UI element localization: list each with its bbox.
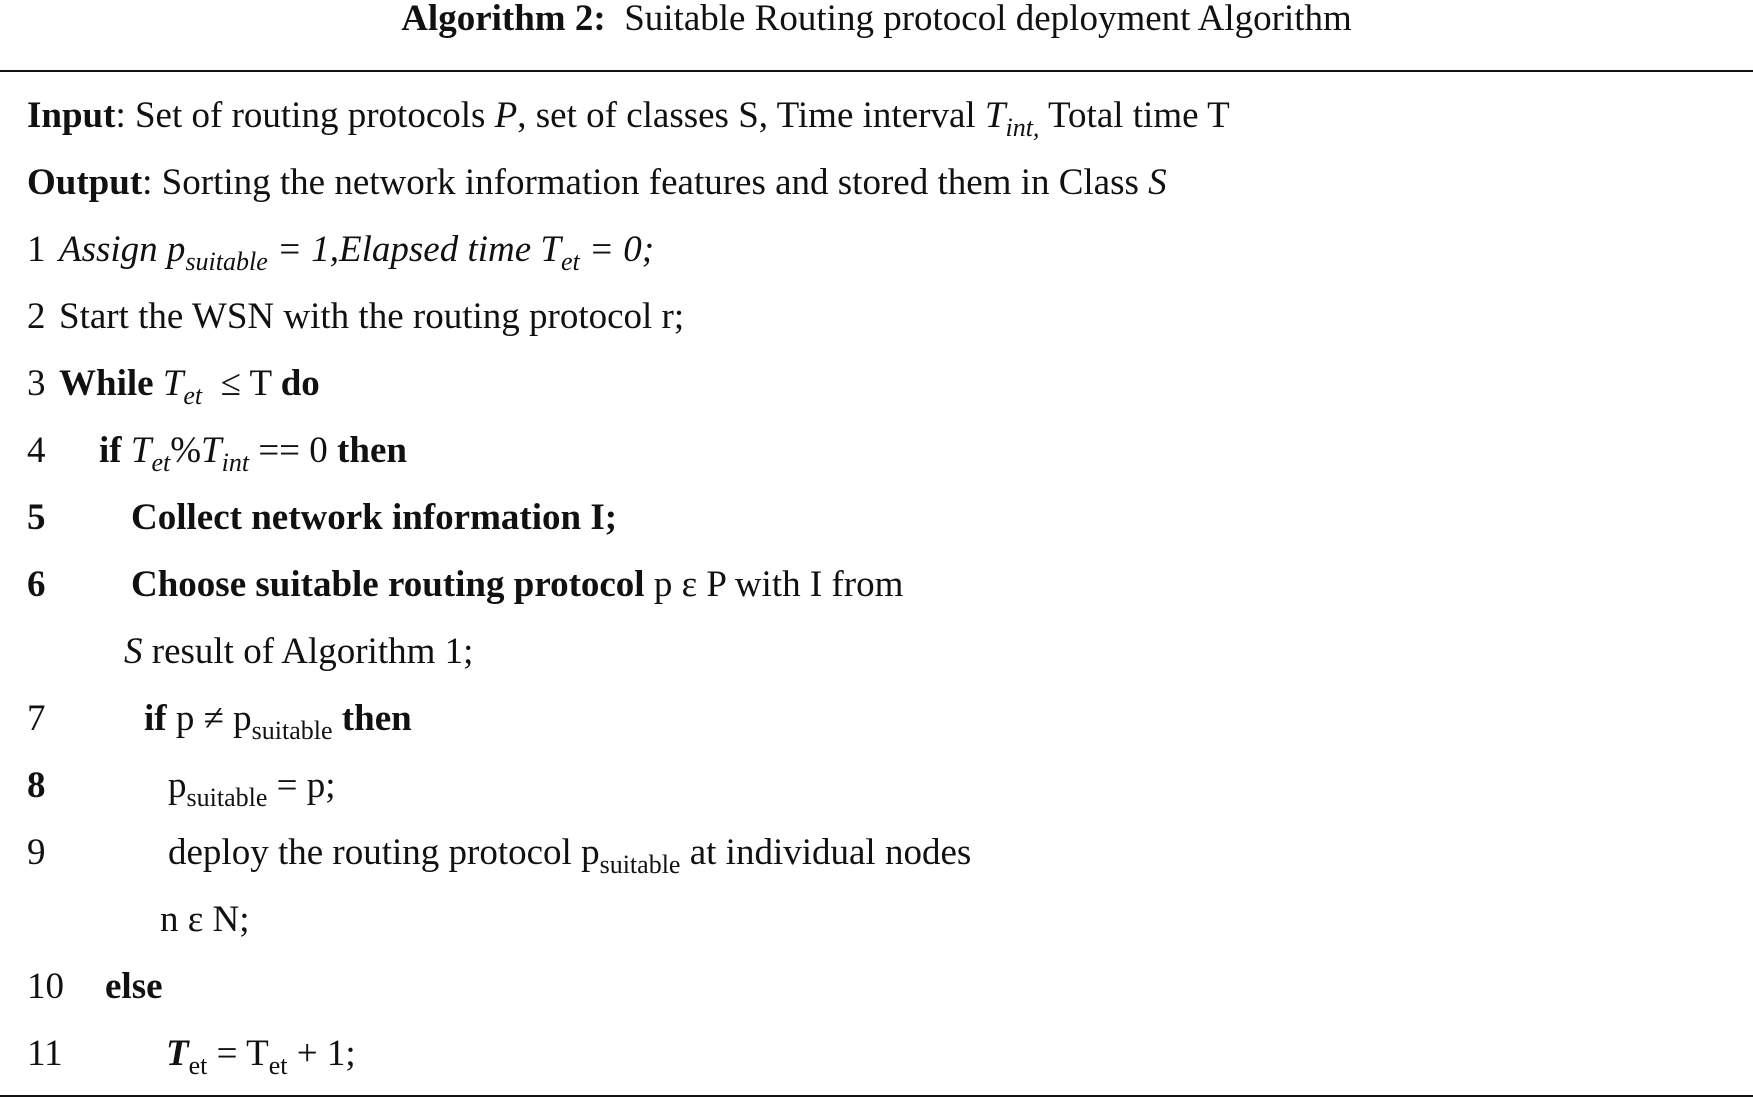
step-6-keyword: Choose suitable routing protocol <box>131 564 645 605</box>
step-4-sub-b: int <box>221 448 250 477</box>
step-6-cont-var: S <box>124 631 143 672</box>
bottom-rule <box>0 1095 1753 1097</box>
step-8: 8 psuitable = p; <box>27 764 336 811</box>
step-7-sub: suitable <box>251 716 333 745</box>
input-text-b: , set of classes S, Time interval <box>517 95 985 136</box>
step-9: 9 deploy the routing protocol psuitable a… <box>27 831 972 878</box>
step-4-mod: % <box>170 430 202 471</box>
step-number: 2 <box>27 296 46 337</box>
step-9-continuation: n ε N; <box>160 898 250 942</box>
step-6-text: p ε P with I from <box>644 564 904 605</box>
step-number: 4 <box>27 430 46 471</box>
step-8-sub: suitable <box>186 783 268 812</box>
step-7: 7 if p ≠ psuitable then <box>27 697 412 744</box>
step-11: 11 Tet = Tet + 1; <box>27 1032 356 1079</box>
step-7-keyword-if: if <box>144 698 167 739</box>
step-3-sub: et <box>183 381 203 410</box>
input-label: Input <box>27 95 116 136</box>
step-8-text-b: = p; <box>267 765 336 806</box>
step-11-var: T <box>166 1033 189 1074</box>
step-11-sub-a: et <box>188 1051 208 1080</box>
step-9-sub: suitable <box>599 850 681 879</box>
step-4-sub-a: et <box>151 448 171 477</box>
input-var-p: P <box>494 95 518 136</box>
step-8-text-a: p <box>168 765 187 806</box>
step-11-text-a: = T <box>207 1033 269 1074</box>
input-text-c: Total time T <box>1039 95 1230 136</box>
step-6-continuation: S result of Algorithm 1; <box>124 630 473 674</box>
step-number: 6 <box>27 564 46 605</box>
step-number: 10 <box>27 966 64 1007</box>
caption-label: Algorithm 2: <box>401 0 606 39</box>
step-9-text-a: deploy the routing protocol p <box>168 832 600 873</box>
step-7-text: p ≠ p <box>166 698 252 739</box>
algorithm-caption: Algorithm 2: Suitable Routing protocol d… <box>0 0 1753 42</box>
caption-title: Suitable Routing protocol deployment Alg… <box>624 0 1352 39</box>
step-number: 8 <box>27 765 46 806</box>
step-9-text-b: at individual nodes <box>680 832 972 873</box>
step-4-keyword-if: if <box>99 430 122 471</box>
step-number: 1 <box>27 229 46 270</box>
step-1-sub2: et <box>560 247 580 276</box>
top-rule <box>0 70 1753 72</box>
input-line: Input: Set of routing protocols P, set o… <box>27 94 1230 141</box>
step-number: 7 <box>27 698 46 739</box>
step-10: 10 else <box>27 965 163 1009</box>
step-1: 1 Assign psuitable = 1,Elapsed time Tet =… <box>27 228 655 275</box>
step-3-keyword-do: do <box>280 363 320 404</box>
step-number: 9 <box>27 832 46 873</box>
output-line: Output: Sorting the network information … <box>27 161 1167 205</box>
step-3-keyword-while: While <box>59 363 154 404</box>
step-10-keyword-else: else <box>105 966 163 1007</box>
step-9-cont-text: n ε N; <box>160 899 250 940</box>
step-1-text-a: Assign p <box>59 229 186 270</box>
step-1-text-b: = 1,Elapsed time T <box>267 229 561 270</box>
step-4-var-b: T <box>201 430 222 471</box>
output-label: Output <box>27 162 143 203</box>
step-1-sub: suitable <box>185 247 268 276</box>
step-6: 6 Choose suitable routing protocol p ε P … <box>27 563 903 607</box>
step-6-cont-text: result of Algorithm 1; <box>142 631 474 672</box>
output-var-s: S <box>1148 162 1167 203</box>
step-11-text-b: + 1; <box>287 1033 356 1074</box>
step-5-text: Collect network information I; <box>131 497 618 538</box>
step-number: 11 <box>27 1033 63 1074</box>
step-2: 2 Start the WSN with the routing protocol… <box>27 295 684 339</box>
step-1-text-c: = 0; <box>579 229 655 270</box>
step-11-sub-b: et <box>268 1051 288 1080</box>
step-3: 3 While Tet ≤ T do <box>27 362 320 409</box>
step-2-text: Start the WSN with the routing protocol … <box>59 296 685 337</box>
output-text-a: : Sorting the network information featur… <box>142 162 1149 203</box>
step-4-var-a: T <box>121 430 152 471</box>
step-5: 5 Collect network information I; <box>27 496 617 540</box>
input-text-a: : Set of routing protocols <box>115 95 495 136</box>
input-sub-int: int, <box>1005 113 1040 142</box>
step-3-text: ≤ T <box>202 363 281 404</box>
step-4-keyword-then: then <box>337 430 407 471</box>
step-4-text: == 0 <box>249 430 338 471</box>
input-var-t: T <box>984 95 1006 136</box>
step-number: 5 <box>27 497 46 538</box>
step-number: 3 <box>27 363 46 404</box>
step-3-var: T <box>153 363 184 404</box>
step-7-keyword-then: then <box>332 698 412 739</box>
